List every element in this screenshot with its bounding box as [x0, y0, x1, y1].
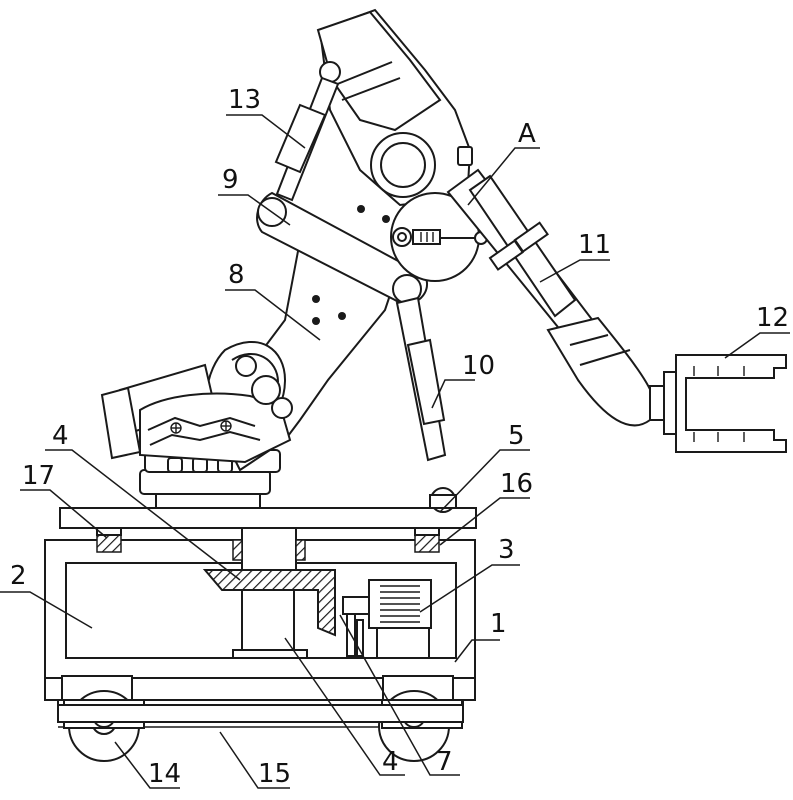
label-5: 5: [508, 421, 525, 451]
label-4-upper: 4: [52, 421, 69, 451]
label-4-lower: 4: [382, 747, 399, 777]
label-9: 9: [222, 165, 239, 195]
wheel-chassis: [45, 676, 475, 761]
label-1: 1: [490, 609, 507, 639]
label-A: A: [518, 119, 536, 149]
label-10: 10: [462, 351, 495, 381]
label-15: 15: [258, 759, 291, 789]
label-12: 12: [756, 303, 789, 333]
upper-arm: [318, 10, 472, 205]
forearm-cylinder-11: [448, 170, 656, 425]
label-11: 11: [578, 230, 611, 260]
label-3: 3: [498, 535, 515, 565]
label-8: 8: [228, 260, 245, 290]
screw-icon: [221, 421, 231, 431]
label-7: 7: [436, 747, 453, 777]
gripper-12: [650, 355, 786, 452]
label-16: 16: [500, 469, 533, 499]
label-2: 2: [10, 561, 27, 591]
cylinder-13: [276, 78, 338, 200]
label-13: 13: [228, 85, 261, 115]
cylinder-10: [397, 298, 456, 512]
label-17: 17: [22, 461, 55, 491]
screw-icon: [171, 423, 181, 433]
label-14: 14: [148, 759, 181, 789]
